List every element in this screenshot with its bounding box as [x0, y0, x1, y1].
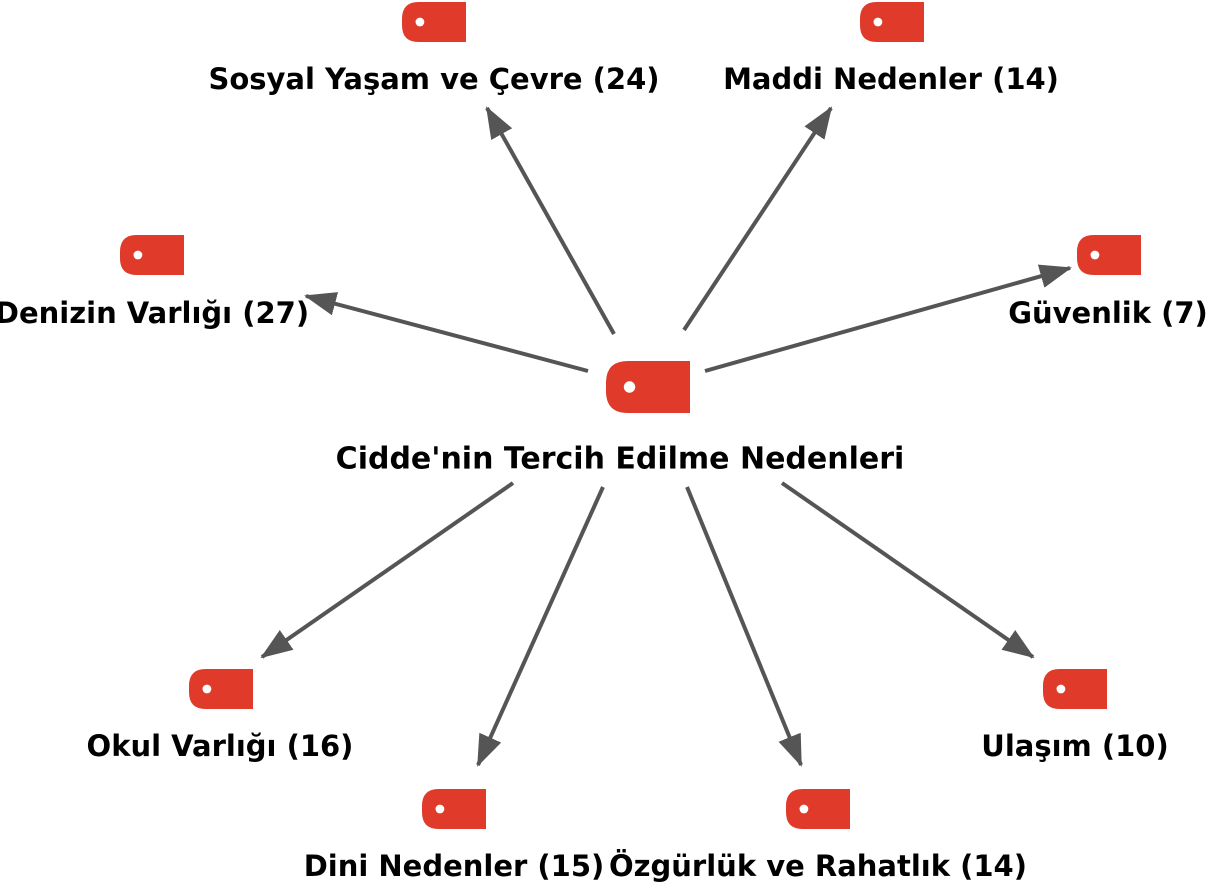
tag-icon	[606, 361, 690, 413]
tag-icon-hole	[415, 17, 425, 27]
tag-icon-hole	[202, 684, 212, 694]
edge-arrow-ozgurluk	[685, 486, 803, 767]
node-deniz[interactable]: Denizin Varlığı (27)	[0, 235, 309, 330]
tag-icon-body	[402, 2, 466, 42]
edge-arrow-ulasim	[780, 481, 1035, 659]
tag-icon-hole	[1090, 250, 1100, 260]
tag-icon	[1043, 669, 1107, 709]
tag-icon-hole	[799, 804, 809, 814]
central-node[interactable]: Cidde'nin Tercih Edilme Nedenleri	[336, 361, 905, 477]
tag-icon-body	[422, 789, 486, 829]
node-maddi[interactable]: Maddi Nedenler (14)	[723, 2, 1059, 96]
tag-icon-body	[1043, 669, 1107, 709]
central-node-label: Cidde'nin Tercih Edilme Nedenleri	[336, 442, 905, 477]
tag-icon	[189, 669, 253, 709]
tag-icon	[422, 789, 486, 829]
tag-icon-hole	[1056, 684, 1066, 694]
tag-icon	[786, 789, 850, 829]
edges-layer	[260, 106, 1072, 767]
tag-icon	[860, 2, 924, 42]
tag-icon-body	[786, 789, 850, 829]
node-sosyal[interactable]: Sosyal Yaşam ve Çevre (24)	[208, 2, 660, 96]
edge-arrow-deniz	[304, 292, 589, 373]
node-ulasim[interactable]: Ulaşım (10)	[981, 669, 1169, 763]
node-label-ozgurluk: Özgürlük ve Rahatlık (14)	[609, 849, 1027, 883]
tag-icon-hole	[133, 250, 143, 260]
edge-arrow-dini	[476, 486, 605, 767]
edge-arrow-sosyal	[485, 106, 616, 335]
tag-icon	[1077, 235, 1141, 275]
tag-icon-hole	[435, 804, 445, 814]
tag-icon-body	[860, 2, 924, 42]
node-ozgurluk[interactable]: Özgürlük ve Rahatlık (14)	[609, 789, 1027, 883]
node-okul[interactable]: Okul Varlığı (16)	[87, 669, 354, 763]
node-label-sosyal: Sosyal Yaşam ve Çevre (24)	[208, 62, 659, 96]
node-label-guvenlik: Güvenlik (7)	[1008, 296, 1208, 330]
node-guvenlik[interactable]: Güvenlik (7)	[1008, 235, 1208, 330]
node-label-okul: Okul Varlığı (16)	[87, 729, 354, 763]
tag-icon-body	[1077, 235, 1141, 275]
edge-arrow-okul	[260, 481, 515, 659]
node-label-dini: Dini Nedenler (15)	[304, 849, 605, 883]
tag-icon	[402, 2, 466, 42]
tag-icon-body	[606, 361, 690, 413]
node-dini[interactable]: Dini Nedenler (15)	[304, 789, 605, 883]
tag-icon	[120, 235, 184, 275]
tag-icon-body	[120, 235, 184, 275]
tag-icon-hole	[623, 381, 636, 393]
node-label-ulasim: Ulaşım (10)	[981, 729, 1168, 763]
node-label-deniz: Denizin Varlığı (27)	[0, 296, 309, 330]
node-label-maddi: Maddi Nedenler (14)	[723, 62, 1059, 96]
tag-icon-body	[189, 669, 253, 709]
tag-icon-hole	[873, 17, 883, 27]
edge-arrow-guvenlik	[704, 264, 1072, 373]
edge-arrow-maddi	[682, 106, 833, 332]
